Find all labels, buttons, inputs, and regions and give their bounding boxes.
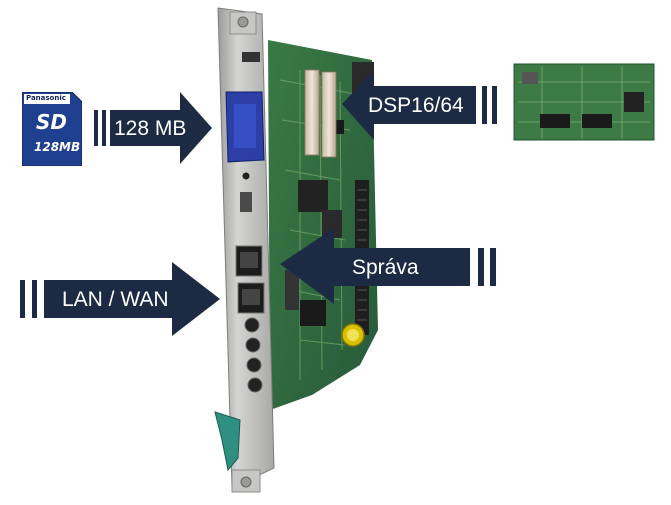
sd-card-brand: Panasonic bbox=[26, 94, 66, 102]
sd-card: Panasonic SD 128MB bbox=[22, 92, 82, 166]
arrow-sprava-label: Správa bbox=[352, 256, 419, 279]
arrow-lan-wan bbox=[20, 262, 220, 336]
sd-card-body bbox=[22, 92, 82, 166]
sd-card-logo: SD bbox=[36, 110, 68, 134]
pcb-board bbox=[268, 40, 378, 410]
arrow-128mb bbox=[94, 92, 212, 164]
faceplate bbox=[214, 7, 275, 493]
dsp-module-image bbox=[513, 63, 655, 141]
arrow-dsp-label: DSP16/64 bbox=[368, 94, 464, 117]
arrow-128mb-label: 128 MB bbox=[114, 117, 187, 140]
arrow-lan-wan-label: LAN / WAN bbox=[62, 288, 169, 311]
arrow-sprava bbox=[280, 228, 496, 304]
arrow-dsp bbox=[342, 70, 497, 140]
sd-card-capacity: 128MB bbox=[34, 140, 81, 154]
